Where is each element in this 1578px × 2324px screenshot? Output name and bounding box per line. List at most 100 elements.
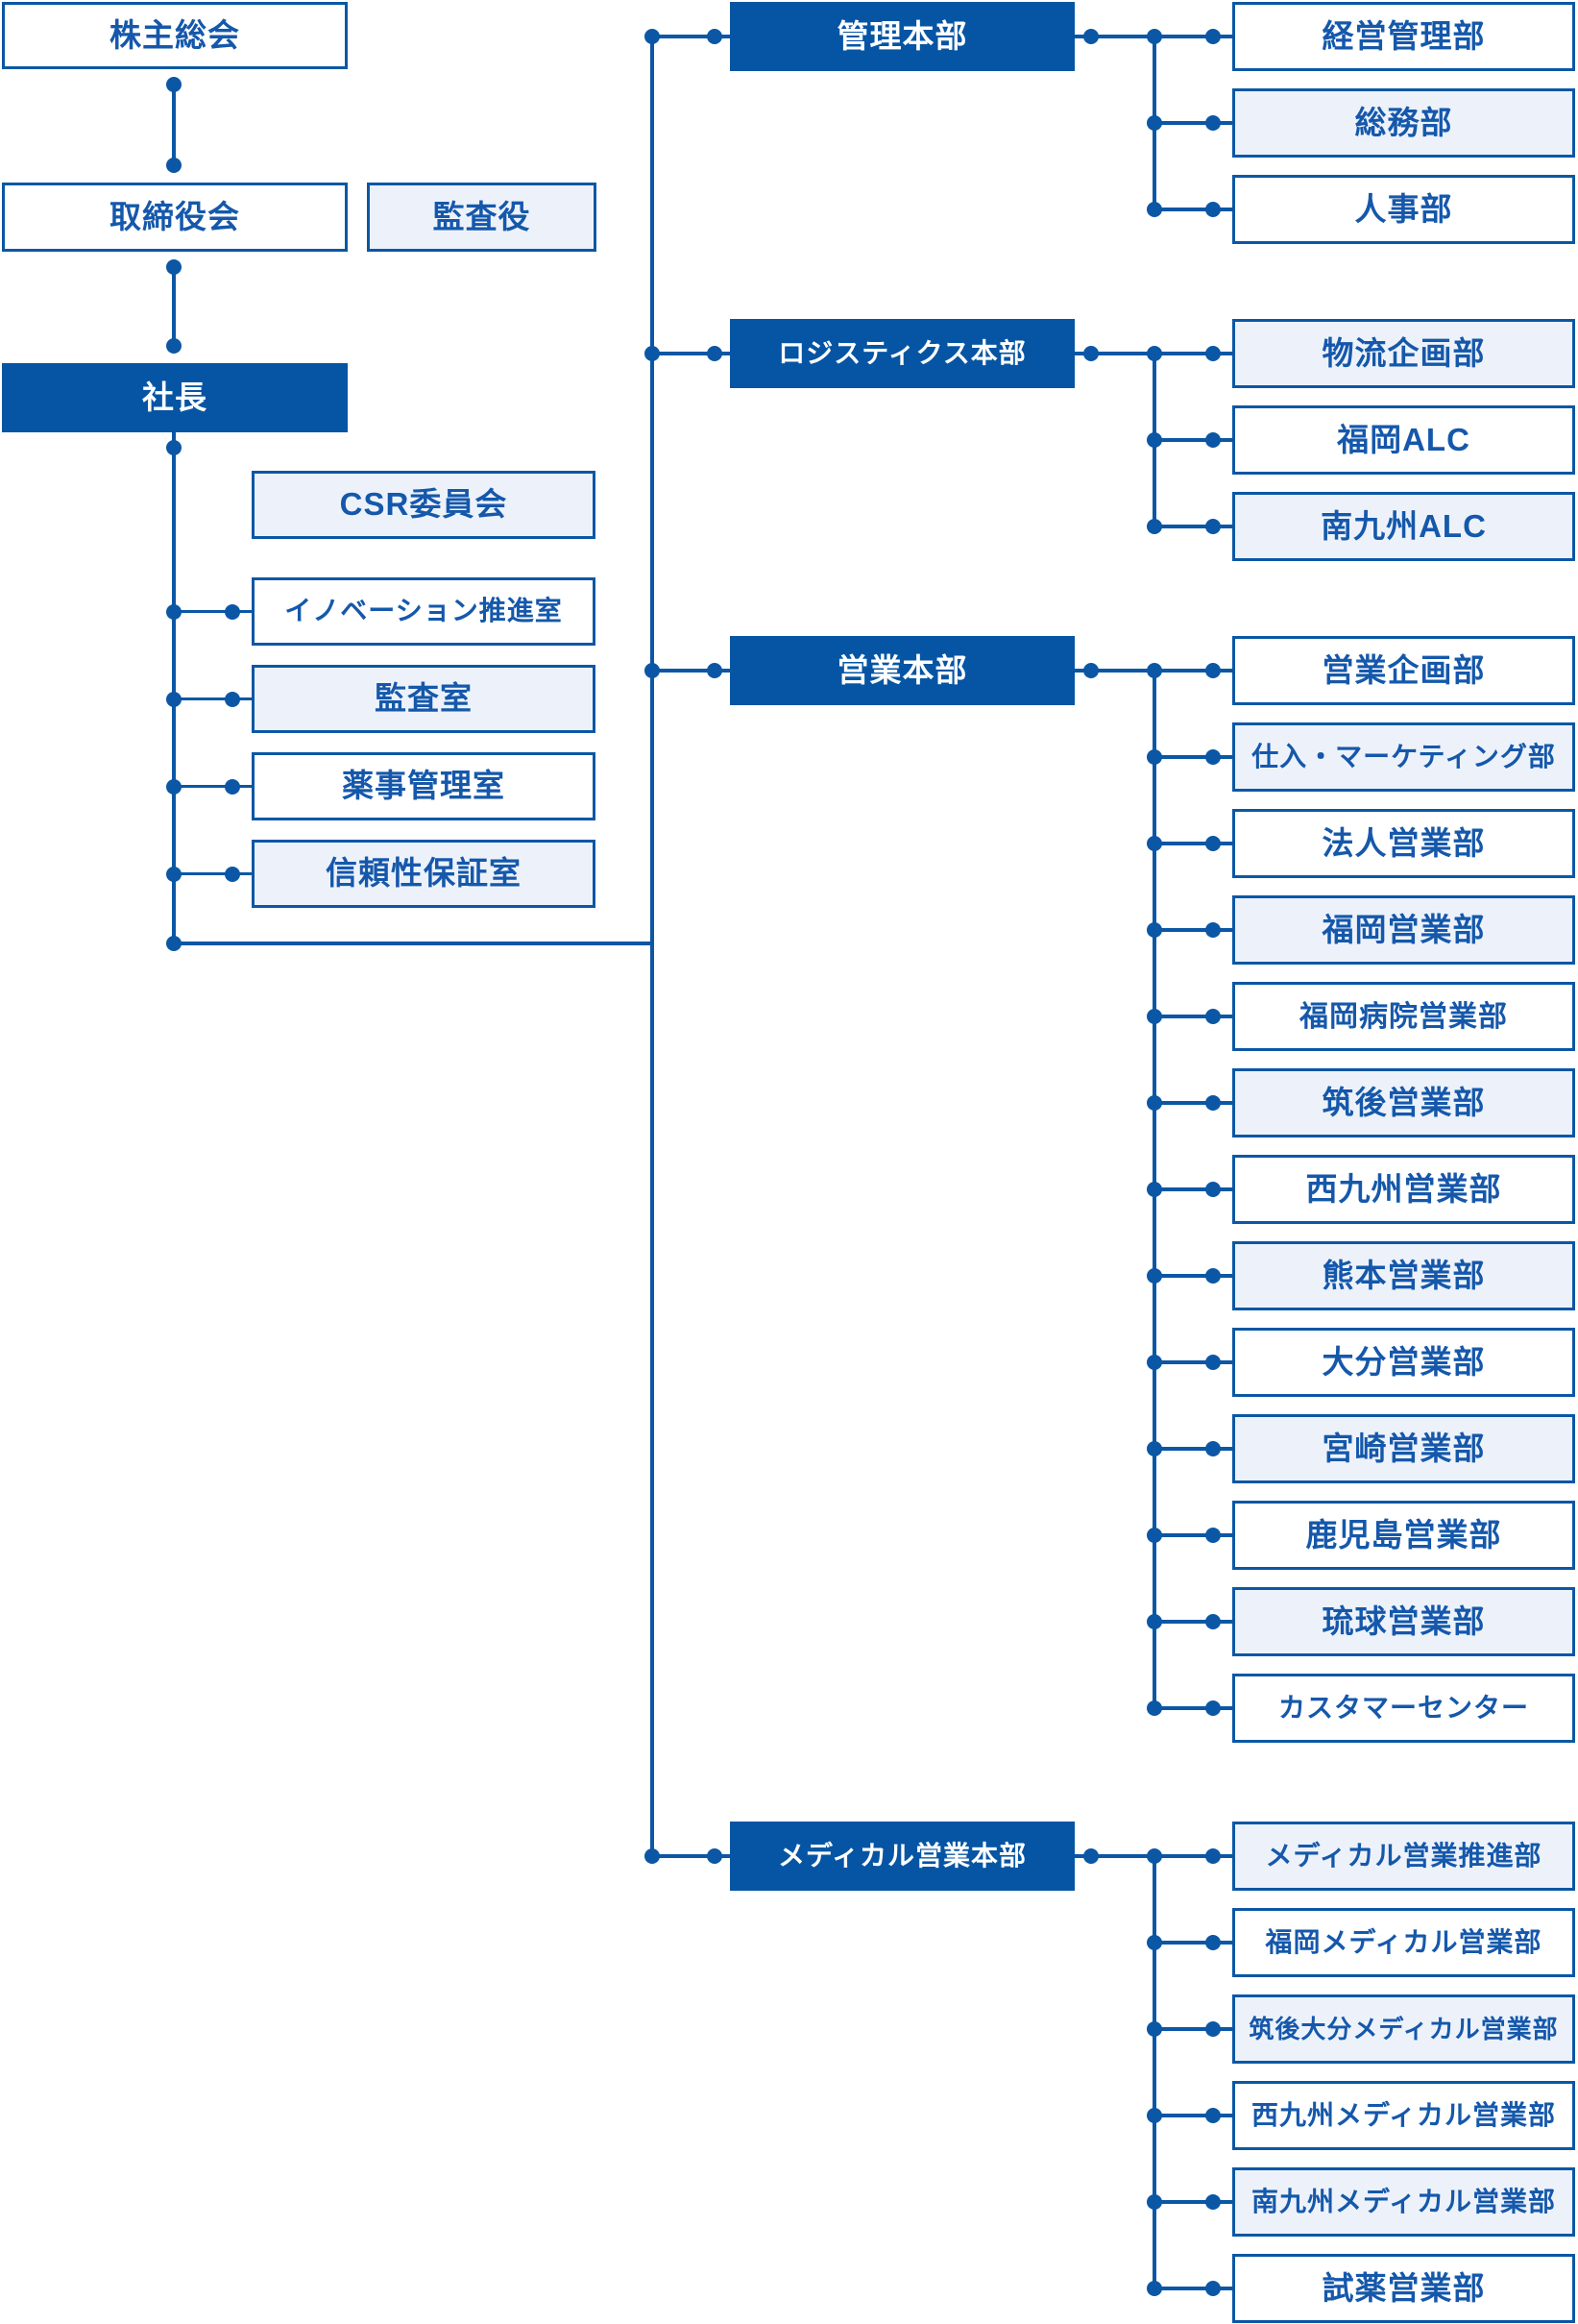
connector-dot bbox=[1205, 1848, 1221, 1864]
connector-dot bbox=[1083, 29, 1099, 44]
connector-dot bbox=[1147, 2108, 1162, 2123]
connector-dot bbox=[1147, 1182, 1162, 1197]
admin-hq-box: 管理本部 bbox=[730, 2, 1075, 71]
connector-dot bbox=[1147, 1528, 1162, 1543]
csr-committee-box: CSR委員会 bbox=[252, 471, 595, 539]
sales-hq-box: 営業本部 bbox=[730, 636, 1075, 705]
audit-office-box: 監査室 bbox=[252, 665, 595, 733]
purchasing-marketing-dept-box: 仕入・マーケティング部 bbox=[1232, 722, 1575, 792]
connector-line bbox=[1154, 1101, 1232, 1105]
connector-dot bbox=[1205, 1009, 1221, 1024]
corporate-sales-dept-box: 法人営業部 bbox=[1232, 809, 1575, 878]
connector-dot bbox=[1205, 1441, 1221, 1456]
connector-dot bbox=[1147, 519, 1162, 534]
ryukyu-sales-dept-box: 琉球営業部 bbox=[1232, 1587, 1575, 1656]
staff-trunk-line bbox=[172, 432, 176, 943]
connector-line bbox=[1154, 1706, 1232, 1710]
connector-dot bbox=[707, 663, 722, 678]
chikugo-sales-dept-box: 筑後営業部 bbox=[1232, 1068, 1575, 1138]
fukuoka-hospital-sales-dept-box: 福岡病院営業部 bbox=[1232, 982, 1575, 1051]
customer-center-box: カスタマーセンター bbox=[1232, 1674, 1575, 1743]
connector-dot bbox=[1205, 1095, 1221, 1111]
connector-line bbox=[1154, 2287, 1232, 2290]
connector-dot bbox=[1205, 1700, 1221, 1716]
connector-dot bbox=[1147, 2021, 1162, 2037]
logistics-planning-dept-box: 物流企画部 bbox=[1232, 319, 1575, 388]
connector-dot bbox=[1205, 2281, 1221, 2296]
kagoshima-sales-dept-box: 鹿児島営業部 bbox=[1232, 1501, 1575, 1570]
connector-line bbox=[1154, 928, 1232, 932]
connector-dot bbox=[1147, 2194, 1162, 2210]
fukuoka-medical-sales-dept-box: 福岡メディカル営業部 bbox=[1232, 1908, 1575, 1977]
connector-dot bbox=[166, 778, 182, 795]
connector-dot bbox=[644, 346, 660, 361]
connector-dot bbox=[644, 663, 660, 678]
minami-kyushu-alc-box: 南九州ALC bbox=[1232, 492, 1575, 561]
connector-line bbox=[1154, 1447, 1232, 1451]
connector-dot bbox=[1147, 1355, 1162, 1370]
connector-dot bbox=[166, 603, 182, 620]
connector-dot bbox=[707, 346, 722, 361]
connector-line bbox=[174, 784, 252, 789]
connector-dot bbox=[1205, 922, 1221, 938]
connector-dot bbox=[1205, 346, 1221, 361]
connector-dot bbox=[225, 866, 240, 882]
connector-dot bbox=[1205, 2108, 1221, 2123]
connector-dot bbox=[225, 603, 240, 620]
connector-dot bbox=[1147, 29, 1162, 44]
connector-dot bbox=[1147, 1095, 1162, 1111]
connector-dot bbox=[166, 77, 182, 92]
connector-dot bbox=[1205, 1268, 1221, 1284]
general-affairs-dept-box: 総務部 bbox=[1232, 88, 1575, 158]
connector-dot bbox=[1205, 519, 1221, 534]
connector-dot bbox=[1083, 346, 1099, 361]
connector-line bbox=[1154, 2200, 1232, 2204]
connector-dot bbox=[1205, 1528, 1221, 1543]
auditor-box: 監査役 bbox=[367, 183, 596, 252]
connector-dot bbox=[1147, 202, 1162, 217]
connector-dot bbox=[225, 778, 240, 795]
connector-dot bbox=[1147, 749, 1162, 765]
connector-dot bbox=[1147, 1268, 1162, 1284]
connector-dot bbox=[1205, 663, 1221, 678]
connector-dot bbox=[1147, 836, 1162, 851]
connector-dot bbox=[1147, 922, 1162, 938]
president-box: 社長 bbox=[2, 363, 348, 432]
connector-dot bbox=[707, 1848, 722, 1864]
connector-dot bbox=[644, 1848, 660, 1864]
connector-dot bbox=[1205, 1614, 1221, 1629]
connector-line bbox=[1154, 2114, 1232, 2117]
connector-dot bbox=[1147, 1935, 1162, 1950]
connector-dot bbox=[1205, 749, 1221, 765]
connector-dot bbox=[225, 691, 240, 707]
connector-dot bbox=[1205, 2194, 1221, 2210]
connector-dot bbox=[1205, 432, 1221, 448]
connector-dot bbox=[166, 691, 182, 707]
connector-dot bbox=[166, 338, 182, 354]
hr-dept-box: 人事部 bbox=[1232, 175, 1575, 244]
connector-dot bbox=[1147, 1009, 1162, 1024]
oita-sales-dept-box: 大分営業部 bbox=[1232, 1328, 1575, 1397]
connector-line bbox=[174, 871, 252, 876]
connector-dot bbox=[1205, 1355, 1221, 1370]
connector-dot bbox=[1205, 1182, 1221, 1197]
reagent-sales-dept-box: 試薬営業部 bbox=[1232, 2254, 1575, 2323]
connector-dot bbox=[1147, 1614, 1162, 1629]
connector-line bbox=[174, 697, 252, 701]
connector-line bbox=[1154, 525, 1232, 528]
connector-dot bbox=[1147, 346, 1162, 361]
connector-dot bbox=[166, 440, 182, 455]
connector-line bbox=[1154, 755, 1232, 759]
connector-line bbox=[1154, 438, 1232, 442]
pharmaceutical-affairs-office-box: 薬事管理室 bbox=[252, 752, 595, 820]
medical-sales-hq-box: メディカル営業本部 bbox=[730, 1822, 1075, 1891]
connector-dot bbox=[1147, 2281, 1162, 2296]
connector-line bbox=[1154, 208, 1232, 211]
medical-sales-promotion-dept-box: メディカル営業推進部 bbox=[1232, 1822, 1575, 1891]
connector-line bbox=[1154, 1274, 1232, 1278]
connector-line bbox=[1154, 121, 1232, 125]
connector-dot bbox=[1083, 663, 1099, 678]
connector-dot bbox=[1205, 2021, 1221, 2037]
miyazaki-sales-dept-box: 宮崎営業部 bbox=[1232, 1414, 1575, 1483]
